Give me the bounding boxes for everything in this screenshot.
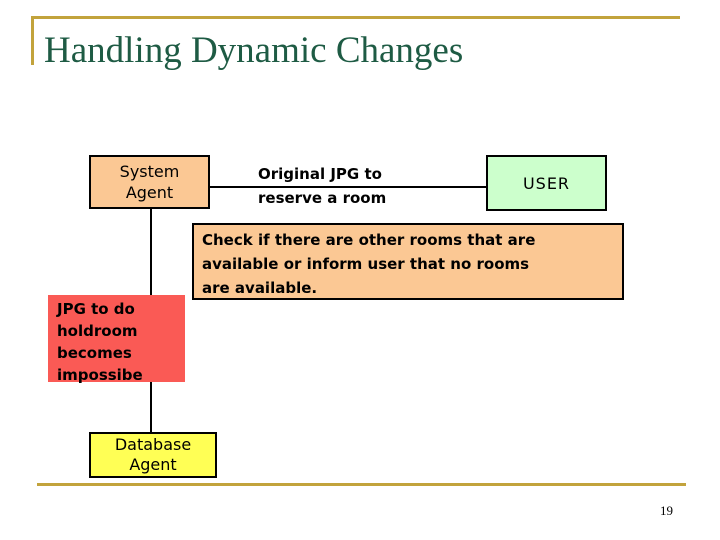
top-border-line [33, 16, 680, 19]
bottom-border-line [37, 483, 686, 486]
user-box: USER [486, 155, 607, 211]
left-border-line [31, 16, 34, 65]
message-label: Original JPG to reserve a room [258, 165, 387, 207]
database-agent-label: Database Agent [114, 435, 192, 474]
page-number: 19 [660, 503, 673, 518]
system-agent-box: System Agent [89, 155, 210, 209]
database-agent-box: Database Agent [89, 432, 217, 478]
slide-title: Handling Dynamic Changes [44, 30, 464, 71]
user-label: USER [522, 173, 571, 193]
check-note-box: Check if there are other rooms that are … [192, 223, 624, 300]
system-agent-label: System Agent [119, 162, 180, 202]
connector-system-user [210, 186, 486, 188]
failure-note-box: JPG to do holdroom becomes impossibe [48, 295, 185, 384]
